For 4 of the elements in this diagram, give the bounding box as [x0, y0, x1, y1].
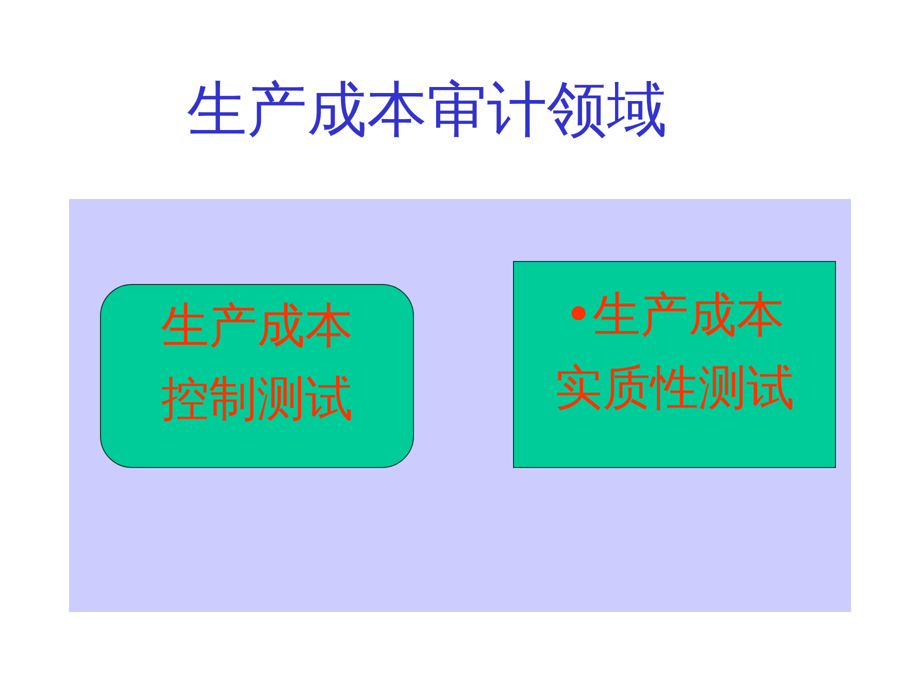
rounded-box: 生产成本控制测试: [100, 284, 414, 468]
background-panel: [69, 199, 851, 612]
title: 生产成本审计领域: [187, 78, 667, 142]
process-box: •生产成本实质性测试: [513, 261, 836, 468]
